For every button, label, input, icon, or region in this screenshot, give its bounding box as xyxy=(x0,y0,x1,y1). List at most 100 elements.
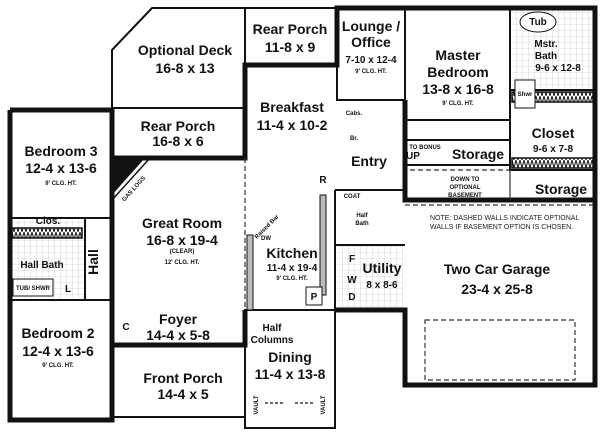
svg-text:WALLS IF BASEMENT OPTION IS CH: WALLS IF BASEMENT OPTION IS CHOSEN. xyxy=(430,224,573,231)
garage-wall xyxy=(402,100,595,203)
breakfast-label: Breakfast 11-4 x 10-2 xyxy=(257,99,328,133)
svg-text:14-4 x 5: 14-4 x 5 xyxy=(157,386,209,402)
kitchen-label: Raised Bar DW Kitchen 11-4 x 19-4 9' CLG… xyxy=(254,175,327,306)
svg-text:7-10 x 12-4: 7-10 x 12-4 xyxy=(345,55,397,66)
optional-deck-outline xyxy=(111,7,246,109)
svg-text:9' CLG. HT.: 9' CLG. HT. xyxy=(42,363,74,369)
svg-text:L: L xyxy=(65,284,71,295)
svg-text:Foyer: Foyer xyxy=(159,311,198,327)
svg-text:9' CLG. HT.: 9' CLG. HT. xyxy=(45,181,77,187)
svg-text:Entry: Entry xyxy=(351,153,387,169)
svg-text:13-8 x 16-8: 13-8 x 16-8 xyxy=(422,81,494,97)
svg-text:Rear Porch: Rear Porch xyxy=(253,21,328,37)
hall-label: Hall xyxy=(85,249,101,275)
svg-text:9' CLG. HT.: 9' CLG. HT. xyxy=(442,101,474,107)
svg-text:UP: UP xyxy=(406,151,420,162)
svg-text:Mstr.: Mstr. xyxy=(534,39,558,50)
svg-text:VAULT: VAULT xyxy=(321,395,327,414)
svg-text:12-4 x 13-6: 12-4 x 13-6 xyxy=(25,160,97,176)
half-bath-label: Half Bath xyxy=(355,213,369,227)
closet-hatch-2 xyxy=(511,157,594,169)
kitchen-counter-2 xyxy=(319,194,327,296)
svg-text:Clos.: Clos. xyxy=(36,216,61,227)
svg-text:Front Porch: Front Porch xyxy=(143,370,222,386)
svg-text:R: R xyxy=(319,175,327,186)
svg-text:Bath: Bath xyxy=(355,221,369,227)
svg-text:16-8 x 6: 16-8 x 6 xyxy=(152,133,204,149)
svg-text:Bedroom 3: Bedroom 3 xyxy=(24,143,97,159)
front-porch-label: Front Porch 14-4 x 5 xyxy=(143,370,222,402)
svg-text:12' CLG. HT.: 12' CLG. HT. xyxy=(165,260,200,266)
svg-text:Breakfast: Breakfast xyxy=(260,99,324,115)
svg-text:P: P xyxy=(311,292,318,303)
svg-text:9' CLG. HT.: 9' CLG. HT. xyxy=(355,69,387,75)
entry-walls xyxy=(334,139,511,310)
great-room-label: GAS LOGS Great Room 16-8 x 19-4 (CLEAR) … xyxy=(121,176,222,266)
svg-text:Bedroom: Bedroom xyxy=(427,64,488,80)
svg-text:Storage: Storage xyxy=(452,146,504,162)
svg-text:D: D xyxy=(348,292,355,303)
svg-text:Tub: Tub xyxy=(529,17,547,28)
svg-text:Optional Deck: Optional Deck xyxy=(138,42,232,58)
svg-text:Cabs.: Cabs. xyxy=(346,111,363,117)
svg-text:Office: Office xyxy=(351,34,391,50)
svg-text:OPTIONAL: OPTIONAL xyxy=(450,185,481,191)
svg-text:COAT: COAT xyxy=(344,194,361,200)
svg-text:Clos.: Clos. xyxy=(110,367,116,382)
rear-porch-label: Rear Porch 16-8 x 6 xyxy=(141,118,216,149)
svg-text:8 x 8-6: 8 x 8-6 xyxy=(366,280,398,291)
svg-text:F: F xyxy=(349,254,355,265)
master-walls xyxy=(336,8,595,171)
west-walls xyxy=(7,110,248,423)
svg-text:Columns: Columns xyxy=(251,335,294,346)
garage-label: Two Car Garage 23-4 x 25-8 xyxy=(444,261,551,297)
bedroom3-label: Bedroom 3 12-4 x 13-6 9' CLG. HT. xyxy=(24,143,97,187)
svg-text:11-4 x 10-2: 11-4 x 10-2 xyxy=(257,117,328,133)
svg-text:C: C xyxy=(122,322,129,333)
svg-text:Bath: Bath xyxy=(535,51,557,62)
svg-text:W: W xyxy=(347,275,357,286)
svg-text:Hall Bath: Hall Bath xyxy=(20,260,63,271)
utility-tile xyxy=(337,245,403,308)
svg-text:Bedroom 2: Bedroom 2 xyxy=(21,325,94,341)
svg-text:Two Car Garage: Two Car Garage xyxy=(444,261,551,277)
svg-text:11-4 x 19-4: 11-4 x 19-4 xyxy=(267,263,318,274)
svg-text:9-6 x 7-8: 9-6 x 7-8 xyxy=(533,144,573,155)
svg-text:TO BONUS: TO BONUS xyxy=(409,145,441,151)
svg-text:Master: Master xyxy=(435,47,481,63)
svg-text:Half: Half xyxy=(356,213,368,219)
svg-text:9-6 x 12-8: 9-6 x 12-8 xyxy=(535,63,581,74)
svg-text:BASEMENT: BASEMENT xyxy=(448,193,482,199)
rear-porch-top-label: Rear Porch 11-8 x 9 xyxy=(253,21,328,55)
svg-text:12-4 x 13-6: 12-4 x 13-6 xyxy=(22,343,94,359)
closet-label: Closet 9-6 x 7-8 xyxy=(532,125,575,155)
optional-deck-label: Optional Deck 16-8 x 13 xyxy=(138,42,232,76)
svg-text:11-8 x 9: 11-8 x 9 xyxy=(265,39,316,55)
svg-text:9' CLG. HT.: 9' CLG. HT. xyxy=(276,276,308,282)
optional-walls xyxy=(405,169,595,206)
master-bath-label: Tub Mstr. Bath 9-6 x 12-8 Shwr xyxy=(514,11,581,109)
utility-label: Utility 8 x 8-6 F W D xyxy=(347,254,401,303)
svg-text:DW: DW xyxy=(261,236,271,242)
svg-text:(CLEAR): (CLEAR) xyxy=(170,249,195,255)
fireplace xyxy=(112,158,145,195)
svg-text:Utility: Utility xyxy=(363,260,402,276)
svg-text:VAULT: VAULT xyxy=(254,395,260,414)
storage2-label: DOWN TO OPTIONAL BASEMENT Storage xyxy=(448,177,587,199)
svg-text:DOWN TO: DOWN TO xyxy=(451,177,480,183)
svg-text:23-4 x 25-8: 23-4 x 25-8 xyxy=(461,281,533,297)
svg-text:11-4 x 13-8: 11-4 x 13-8 xyxy=(255,366,326,382)
svg-text:16-8 x 13: 16-8 x 13 xyxy=(155,60,214,76)
entry-label: Entry COAT Cabs. Br. xyxy=(344,111,387,200)
svg-text:16-8 x 19-4: 16-8 x 19-4 xyxy=(146,232,218,248)
kitchen-counter xyxy=(246,234,254,311)
svg-text:Shwr: Shwr xyxy=(518,92,533,98)
bath-walls xyxy=(10,217,112,301)
svg-text:Closet: Closet xyxy=(532,125,575,141)
svg-text:Great Room: Great Room xyxy=(142,215,222,231)
svg-text:Br.: Br. xyxy=(350,136,358,142)
hall-closet-hatch xyxy=(11,227,83,239)
dining-label: Half Columns Dining 11-4 x 13-8 VAULT VA… xyxy=(251,323,327,415)
garage-door xyxy=(424,319,576,381)
closet-hatch xyxy=(511,91,594,103)
